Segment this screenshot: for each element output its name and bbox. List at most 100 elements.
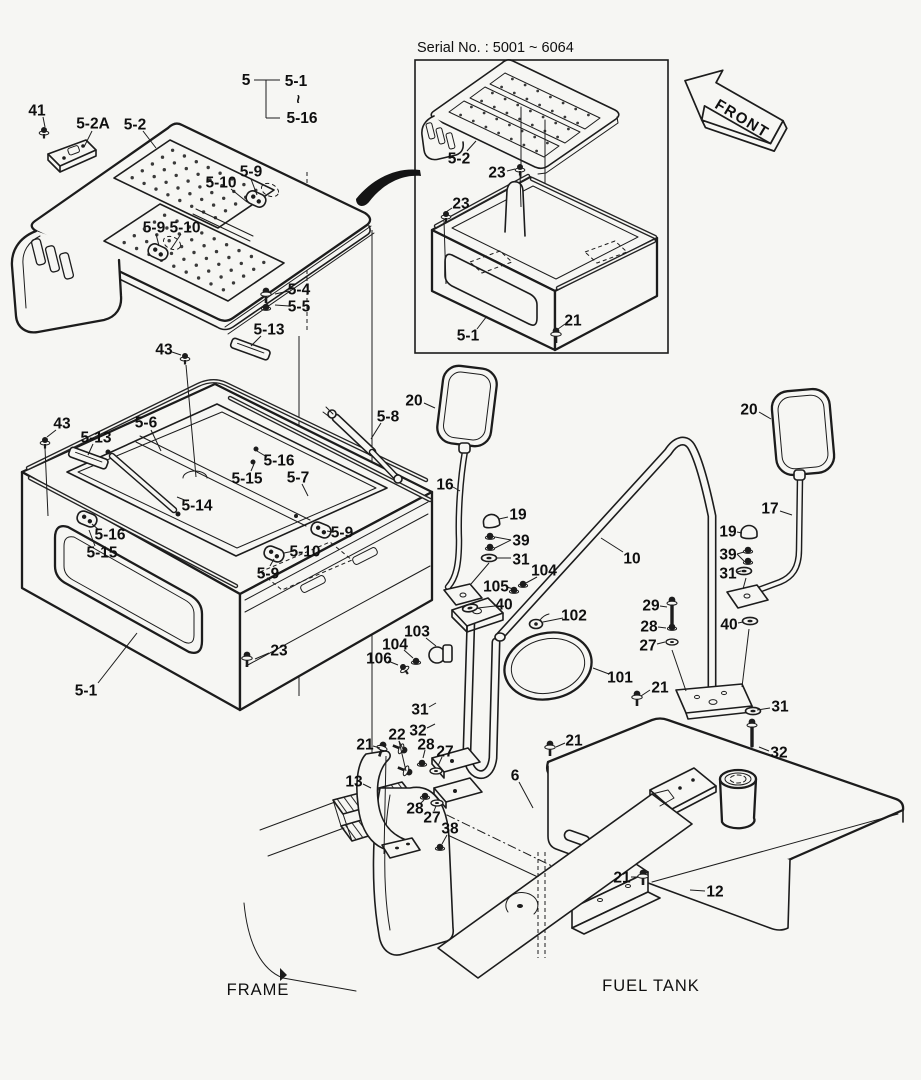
- canopy-base-drawing: [20, 337, 434, 712]
- leader-line: [176, 496, 188, 502]
- leader-line: [659, 605, 668, 608]
- leader-line: [254, 652, 270, 660]
- part-label-31: 31: [719, 566, 737, 583]
- part-label-10: 10: [623, 551, 640, 568]
- leader-line: [422, 749, 426, 759]
- part-label-21: 21: [613, 870, 631, 887]
- part-label-5-10: 5-10: [205, 175, 236, 192]
- part-label-27: 27: [436, 744, 453, 761]
- part-label-5-16: 5-16: [94, 527, 125, 544]
- assembly-bracket: 5 5-1 ~ 5-16: [242, 72, 318, 127]
- part-label-5-9: 5-9: [331, 525, 354, 542]
- leader-line: [423, 402, 436, 409]
- leader-line: [452, 486, 461, 492]
- part-label-104: 104: [382, 637, 408, 654]
- leader-line: [283, 550, 295, 554]
- leader-line: [742, 577, 747, 590]
- part-label-5-16: 5-16: [263, 453, 294, 470]
- leader-line: [372, 745, 381, 749]
- part-label-103: 103: [404, 624, 430, 641]
- part-label-20: 20: [405, 393, 422, 410]
- leader-line: [370, 422, 382, 440]
- leader-line: [83, 130, 93, 148]
- leader-line: [42, 116, 46, 128]
- leader-line: [142, 130, 157, 149]
- part-label-38: 38: [441, 821, 459, 838]
- part-label-31: 31: [771, 699, 789, 716]
- leader-line: [758, 746, 770, 752]
- part-label-28: 28: [406, 801, 424, 818]
- leader-line: [362, 783, 372, 789]
- part-label-13: 13: [345, 774, 363, 791]
- leader-line: [387, 660, 399, 666]
- leader-line: [736, 570, 742, 573]
- leader-line: [506, 586, 514, 590]
- leader-line: [640, 689, 651, 697]
- part-label-106: 106: [366, 651, 392, 668]
- leader-line: [443, 220, 447, 285]
- leader-line: [155, 233, 160, 247]
- leader-line: [657, 626, 667, 629]
- leader-line: [441, 834, 448, 845]
- part-label-23: 23: [488, 165, 506, 182]
- mirror-left: [436, 364, 501, 606]
- part-label-31: 31: [512, 552, 530, 569]
- part-label-5-9: 5-9: [257, 566, 280, 583]
- part-label-39: 39: [512, 533, 530, 550]
- inset-serial-variant: Serial No. : 5001 ~ 6064: [414, 40, 669, 354]
- part-label-5-15: 5-15: [86, 545, 117, 562]
- leader-line: [737, 621, 744, 624]
- part-label-105: 105: [483, 579, 509, 596]
- leader-line: [476, 315, 488, 330]
- leader-line: [600, 537, 624, 553]
- leader-line: [250, 463, 255, 472]
- bracket-first-number: 5-1: [285, 73, 308, 90]
- part-label-23: 23: [452, 196, 470, 213]
- leader-line: [185, 364, 197, 478]
- leader-line: [506, 168, 516, 172]
- leader-line: [301, 483, 309, 497]
- leader-line: [525, 576, 538, 584]
- part-label-27: 27: [423, 810, 440, 827]
- leader-line: [250, 178, 258, 196]
- part-label-5-2A: 5-2A: [76, 116, 110, 133]
- leader-line: [433, 805, 437, 812]
- part-label-5-8: 5-8: [377, 409, 400, 426]
- leader-line: [494, 539, 512, 549]
- leader-line: [494, 536, 512, 541]
- leader-line: [88, 529, 96, 547]
- leader-line: [437, 756, 443, 767]
- leader-line: [274, 304, 290, 307]
- leader-line: [470, 562, 490, 585]
- roll-bar-drawing: [356, 436, 762, 859]
- leader-line: [592, 667, 610, 675]
- part-label-5-4: 5-4: [288, 282, 311, 299]
- leader-line: [736, 551, 745, 555]
- part-label-32: 32: [409, 723, 426, 740]
- part-label-5-10: 5-10: [289, 544, 320, 561]
- part-label-5-5: 5-5: [288, 299, 311, 316]
- part-label-43: 43: [53, 416, 71, 433]
- gas-spring-drawing: [322, 406, 403, 484]
- part-label-23: 23: [270, 643, 288, 660]
- leader-line: [542, 617, 564, 623]
- part-label-29: 29: [642, 598, 660, 615]
- leader-line: [170, 233, 182, 250]
- leader-line: [736, 553, 745, 562]
- part-label-6: 6: [511, 768, 520, 785]
- area-label: FUEL TANK: [602, 977, 700, 995]
- part-label-12: 12: [706, 884, 723, 901]
- part-label-19: 19: [719, 524, 737, 541]
- leader-line: [466, 140, 477, 152]
- part-label-5-13: 5-13: [80, 430, 111, 447]
- front-direction-marker: FRONT: [684, 69, 788, 152]
- part-label-39: 39: [719, 547, 737, 564]
- bracket-range-tilde: ~: [289, 94, 306, 103]
- leader-line: [498, 516, 509, 520]
- part-label-28: 28: [417, 737, 435, 754]
- leader-line: [171, 351, 182, 356]
- leader-line: [383, 755, 387, 855]
- area-label: FRAME: [227, 981, 290, 999]
